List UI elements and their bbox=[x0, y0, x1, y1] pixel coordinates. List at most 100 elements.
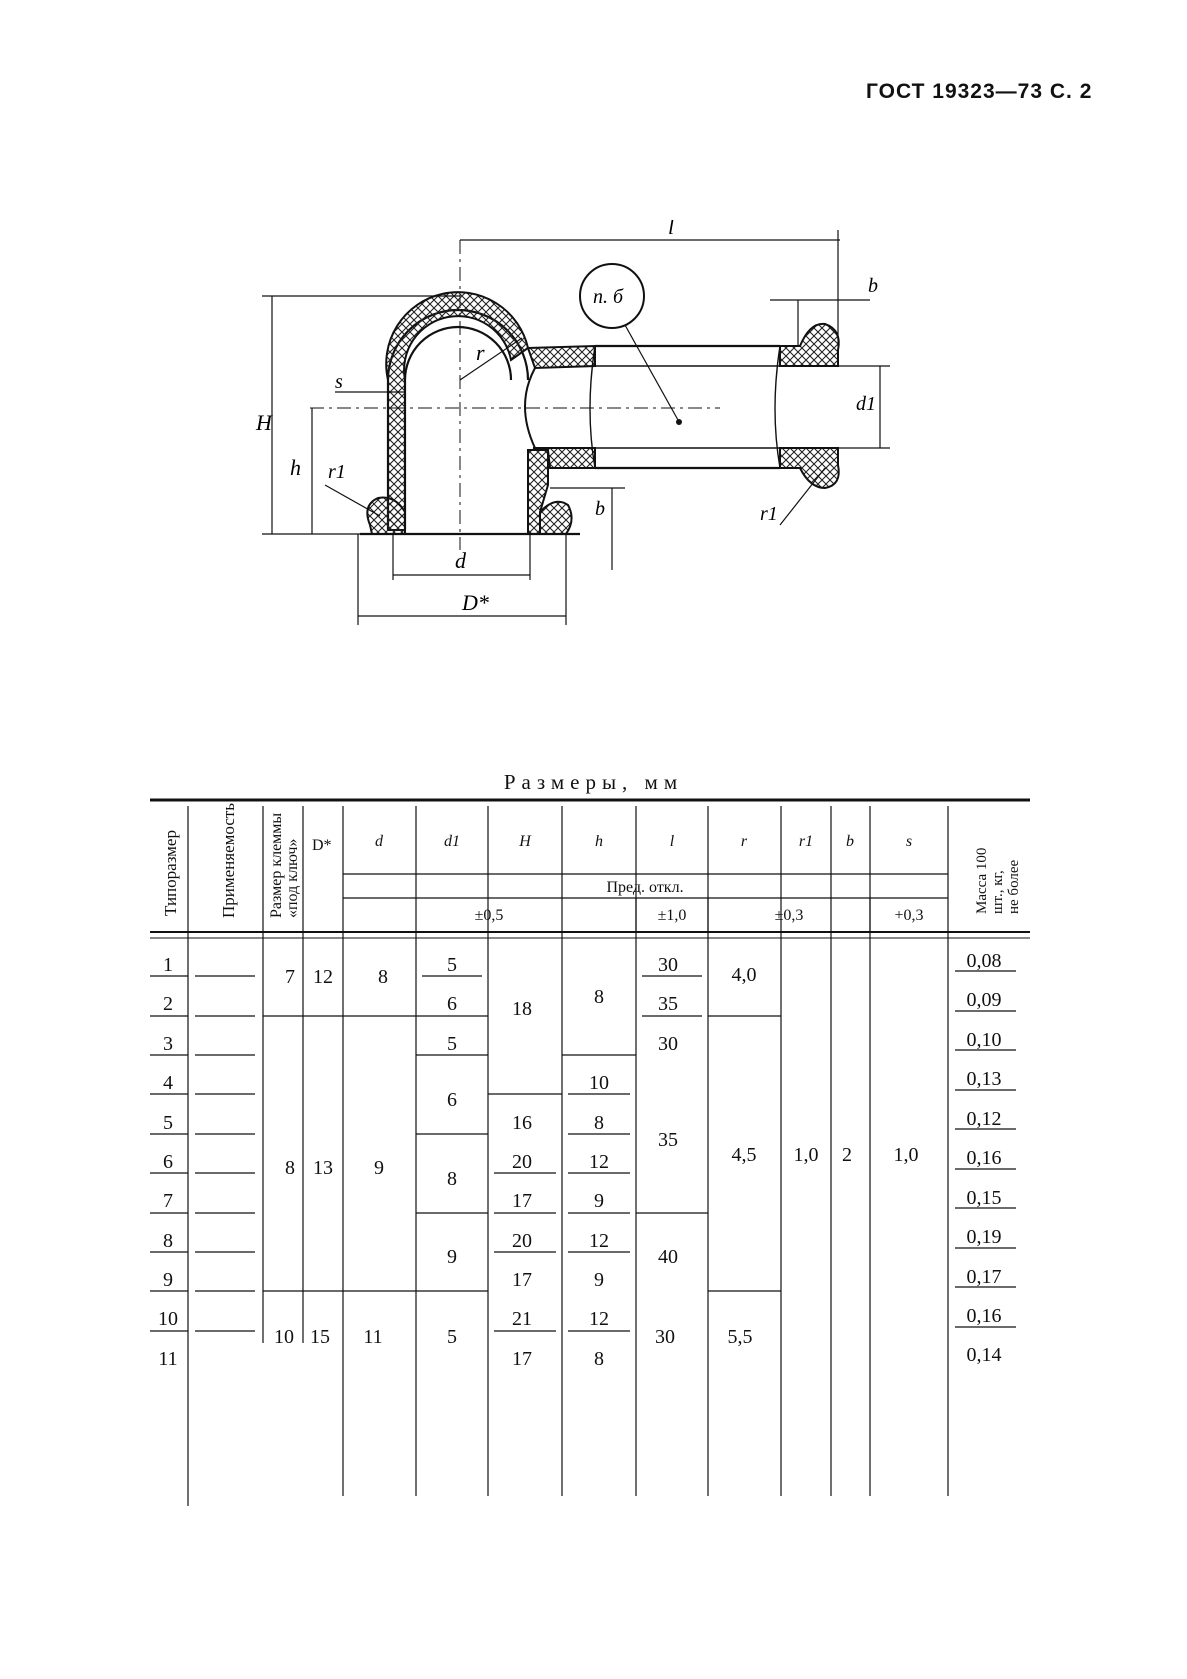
r-cell: 4,0 bbox=[732, 964, 757, 986]
H-cell: 21 bbox=[512, 1308, 532, 1330]
mass-cell: 0,10 bbox=[967, 1029, 1002, 1051]
page-header: ГОСТ 19323—73 С. 2 bbox=[866, 80, 1093, 103]
tol-s: +0,3 bbox=[894, 907, 923, 924]
header-mass-2: шт., кг, bbox=[990, 870, 1006, 914]
r-cell: 5,5 bbox=[728, 1326, 753, 1348]
d1-cell: 5 bbox=[447, 1326, 457, 1348]
header-r: r bbox=[741, 833, 748, 850]
D-cell: 12 bbox=[313, 966, 333, 988]
l-cell: 30 bbox=[658, 1033, 678, 1055]
d1-cell: 8 bbox=[447, 1168, 457, 1190]
type-cell: 6 bbox=[163, 1151, 173, 1173]
H-cell: 20 bbox=[512, 1151, 532, 1173]
r1-cell: 1,0 bbox=[794, 1144, 819, 1166]
arch-inner bbox=[403, 325, 513, 530]
type-cell: 5 bbox=[163, 1112, 173, 1134]
type-cell: 3 bbox=[163, 1033, 173, 1055]
H-cell: 17 bbox=[512, 1269, 532, 1291]
label-H: H bbox=[255, 410, 273, 435]
header-h: h bbox=[595, 833, 603, 850]
H-cell: 17 bbox=[512, 1190, 532, 1212]
d-cell: 11 bbox=[363, 1326, 382, 1348]
label-s: s bbox=[335, 371, 343, 393]
header-l: l bbox=[670, 833, 675, 850]
header-type: Типоразмер bbox=[161, 830, 180, 916]
h-cell: 8 bbox=[594, 986, 604, 1008]
tube-bottom-wall bbox=[532, 447, 596, 469]
header-r1: r1 bbox=[799, 833, 813, 850]
mass-cell: 0,09 bbox=[967, 989, 1002, 1011]
d1-cell: 9 bbox=[447, 1246, 457, 1268]
type-cell: 2 bbox=[163, 993, 173, 1015]
D-cell: 15 bbox=[310, 1326, 330, 1348]
l-cell: 40 bbox=[658, 1246, 678, 1268]
h-cell: 10 bbox=[589, 1072, 609, 1094]
d1-cell: 6 bbox=[447, 993, 457, 1015]
header-tolerance: Пред. откл. bbox=[606, 879, 683, 896]
bead-right bbox=[539, 500, 573, 535]
H-cell: 16 bbox=[512, 1112, 532, 1134]
mass-cell: 0,19 bbox=[967, 1226, 1002, 1248]
H-cell: 17 bbox=[512, 1348, 532, 1370]
d-cell: 8 bbox=[378, 966, 388, 988]
l-cell: 30 bbox=[658, 954, 678, 976]
type-cell: 10 bbox=[158, 1308, 178, 1330]
l-cell: 35 bbox=[658, 993, 678, 1015]
label-D: D* bbox=[461, 590, 489, 615]
label-r1-left: r1 bbox=[328, 461, 346, 483]
h-cell: 12 bbox=[589, 1308, 609, 1330]
clamp-cell: 8 bbox=[285, 1157, 295, 1179]
header-mass-1: Масса 100 bbox=[974, 848, 990, 914]
tube-bore bbox=[524, 367, 536, 449]
label-b-top: b bbox=[868, 275, 878, 297]
tol-03: ±0,3 bbox=[775, 907, 804, 924]
label-d1: d1 bbox=[856, 393, 876, 415]
label-r: r bbox=[476, 340, 485, 365]
clamp-cell: 7 bbox=[285, 966, 295, 988]
mass-cell: 0,08 bbox=[967, 950, 1002, 972]
mass-cell: 0,16 bbox=[967, 1147, 1002, 1169]
tol-10: ±1,0 bbox=[658, 907, 687, 924]
h-cell: 9 bbox=[594, 1269, 604, 1291]
d1-cell: 5 bbox=[447, 954, 457, 976]
header-clamp-1: Размер клеммы bbox=[268, 813, 285, 918]
tol-05: ±0,5 bbox=[475, 907, 504, 924]
b-cell: 2 bbox=[842, 1144, 852, 1166]
label-d: d bbox=[455, 548, 467, 573]
header-b: b bbox=[846, 833, 854, 850]
header-s: s bbox=[906, 833, 912, 850]
type-cell: 7 bbox=[163, 1190, 173, 1212]
header-H: H bbox=[518, 833, 532, 850]
l-cell: 35 bbox=[658, 1129, 678, 1151]
label-b-low: b bbox=[595, 498, 605, 520]
d1-cell: 6 bbox=[447, 1089, 457, 1111]
mass-cell: 0,12 bbox=[967, 1108, 1002, 1130]
type-cell: 1 bbox=[163, 954, 173, 976]
h-cell: 8 bbox=[594, 1348, 604, 1370]
bead-left bbox=[366, 496, 406, 535]
d-cell: 9 bbox=[374, 1157, 384, 1179]
header-D: D* bbox=[312, 837, 332, 854]
table-caption: Размеры, мм bbox=[503, 770, 684, 794]
H-cell: 20 bbox=[512, 1230, 532, 1252]
d1-cell: 5 bbox=[447, 1033, 457, 1055]
h-cell: 12 bbox=[589, 1230, 609, 1252]
mass-cell: 0,16 bbox=[967, 1305, 1002, 1327]
header-mass-3: не более bbox=[1006, 859, 1022, 914]
header-d: d bbox=[375, 833, 384, 850]
type-cell: 8 bbox=[163, 1230, 173, 1252]
label-r1-right: r1 bbox=[760, 503, 778, 525]
label-h: h bbox=[290, 455, 301, 480]
h-cell: 12 bbox=[589, 1151, 609, 1173]
tube-end-bottom bbox=[779, 447, 840, 490]
s-cell: 1,0 bbox=[894, 1144, 919, 1166]
type-cell: 9 bbox=[163, 1269, 173, 1291]
mass-cell: 0,17 bbox=[967, 1266, 1002, 1288]
label-section: п. б bbox=[593, 286, 624, 308]
D-cell: 13 bbox=[313, 1157, 333, 1179]
type-cell: 11 bbox=[158, 1348, 177, 1370]
mass-cell: 0,14 bbox=[967, 1344, 1002, 1366]
mass-cell: 0,15 bbox=[967, 1187, 1002, 1209]
header-clamp-2: «под ключ» bbox=[284, 839, 301, 918]
tube-end-top bbox=[779, 322, 840, 367]
